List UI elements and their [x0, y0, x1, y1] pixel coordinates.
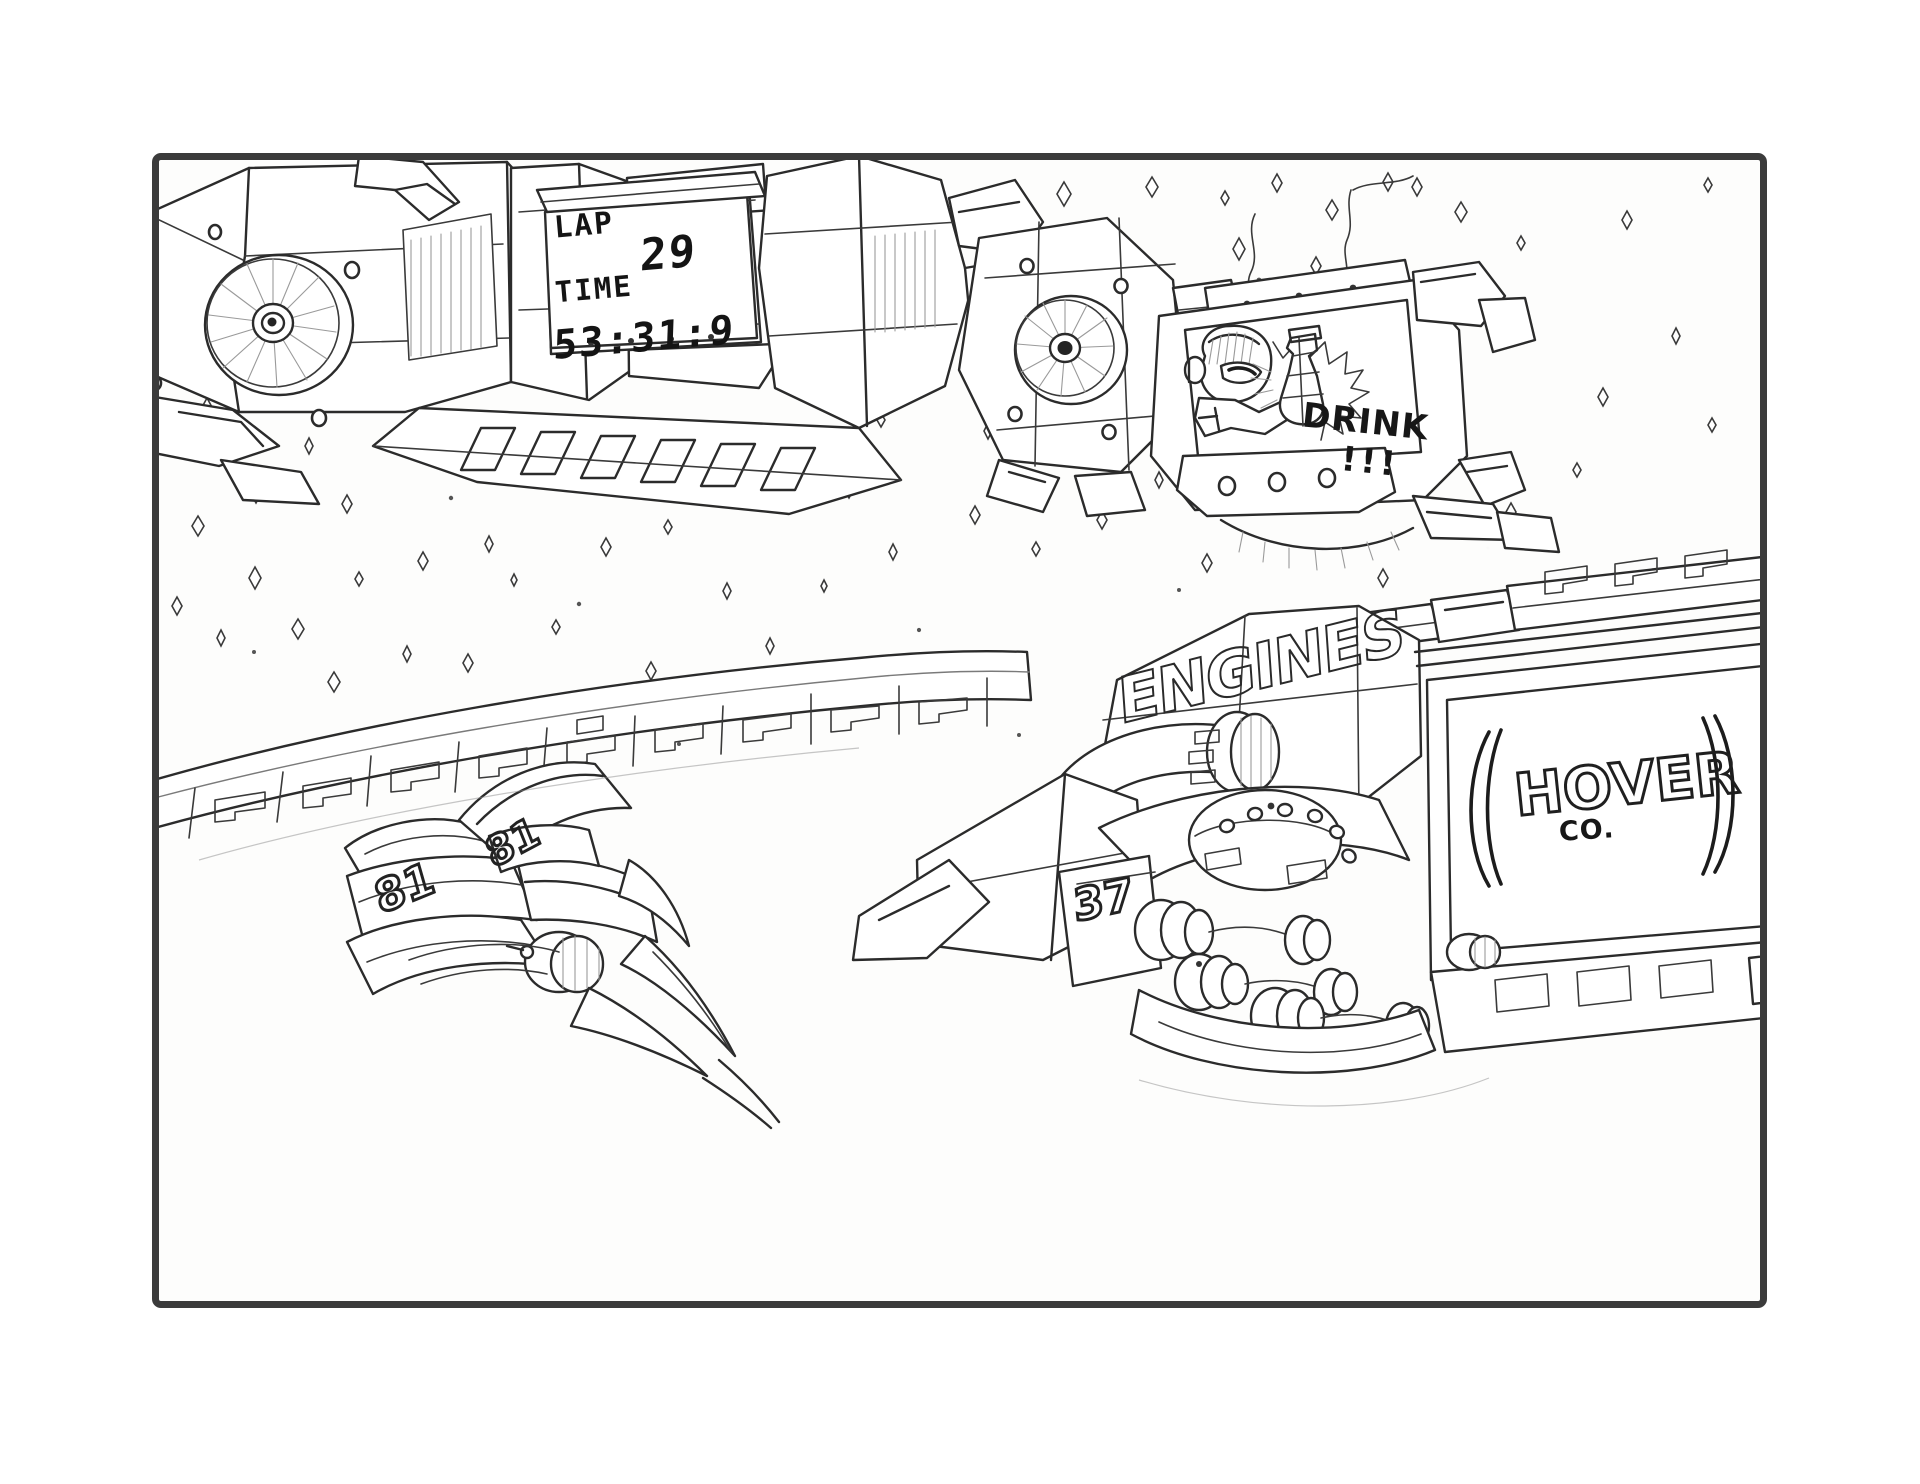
turbine-fan [203, 253, 355, 397]
right-hull-panels [1494, 959, 1714, 1013]
fighter-engine-ring [505, 930, 605, 994]
pencil-illustration: .ln { fill:none; stroke:#2b2b2b; stroke-… [159, 160, 1760, 1130]
helmet-hatch [1208, 331, 1254, 365]
module-portholes [1007, 257, 1129, 441]
track-segment-dividers [188, 677, 988, 839]
scoreboard-housing [535, 162, 779, 390]
bottle-splash [1250, 363, 1278, 409]
drink-mascot [1183, 324, 1295, 438]
hauler-right-hull [1429, 932, 1760, 1054]
orbital-station [159, 160, 1251, 518]
drink-bottle [1250, 324, 1325, 427]
deck-holes [1217, 467, 1337, 497]
station-left-module [159, 160, 561, 428]
racer-large-hauler [851, 549, 1760, 1074]
drink-billboard [1149, 175, 1561, 571]
skirt-ribs [1238, 531, 1400, 571]
billboard-right-greebles [1411, 260, 1561, 554]
keel-chevrons [459, 426, 817, 492]
fuselage-ring-holes [1218, 802, 1357, 864]
station-keel [159, 396, 903, 516]
corridor-hatching [410, 225, 482, 357]
turbine-fan-secondary [1013, 294, 1129, 406]
hauler-fuselage [1097, 785, 1411, 892]
ambient-shading [198, 747, 1490, 1107]
hull-port-holes [159, 223, 361, 428]
station-turbine-module [957, 216, 1187, 518]
hauler-number-panel [1057, 854, 1163, 988]
hauler-belly [1129, 988, 1437, 1074]
sketch-frame: .ln { fill:none; stroke:#2b2b2b; stroke-… [152, 153, 1767, 1308]
hauler-engine-nozzles [1133, 898, 1431, 1051]
pod-vents [1188, 729, 1220, 785]
panel-indicator-dots [588, 334, 714, 346]
boom-glyphs [1544, 549, 1728, 595]
hover-co-sign-panel [1425, 642, 1760, 982]
racer-small-fighter [343, 761, 781, 1130]
right-module-hatch [874, 229, 936, 333]
